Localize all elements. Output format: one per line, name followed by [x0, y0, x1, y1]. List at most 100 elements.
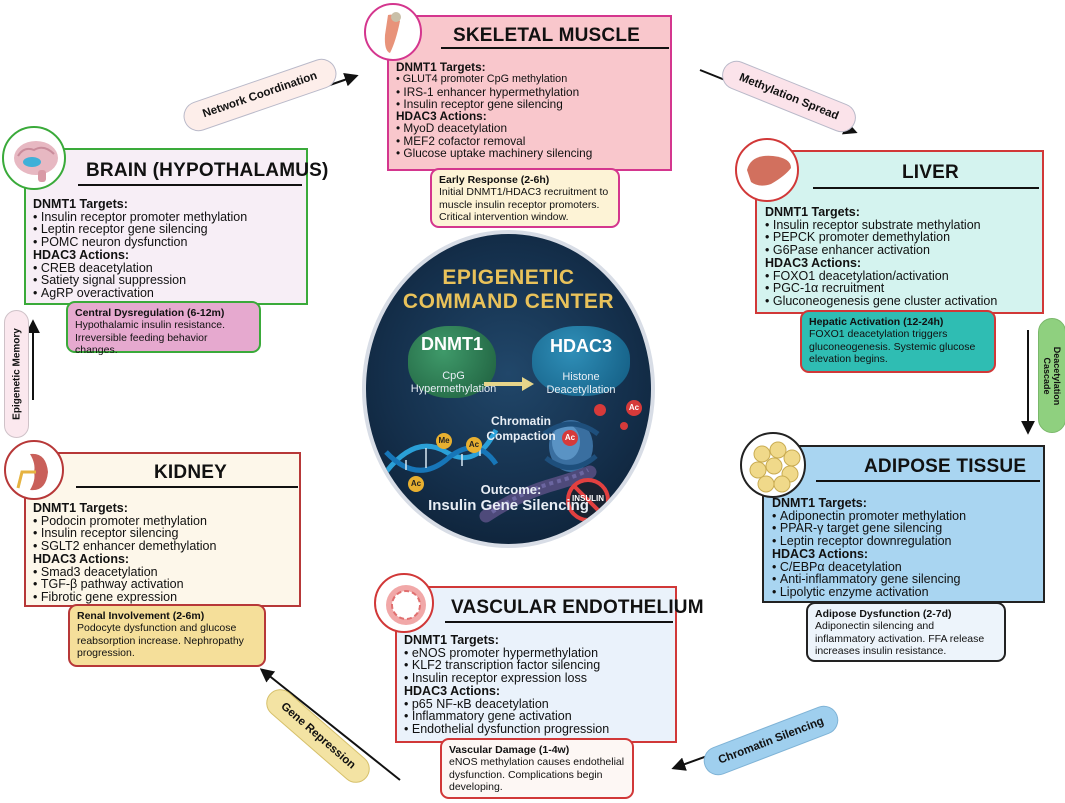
panel-brain: BRAIN (HYPOTHALAMUS) DNMT1 Targets: Insu…	[24, 148, 328, 305]
note-text: Podocyte dysfunction and glucose reabsor…	[77, 622, 244, 660]
list-item: Endothelial dysfunction progression	[404, 723, 609, 736]
list-item: Insulin receptor substrate methylation	[765, 218, 997, 232]
dnmt1-heading: DNMT1 Targets:	[33, 197, 128, 211]
kidney-icon	[4, 440, 64, 500]
list-item: SGLT2 enhancer demethylation	[33, 540, 217, 553]
list-item: PEPCK promoter demethylation	[765, 231, 997, 244]
panel-body: DNMT1 Targets: eNOS promoter hypermethyl…	[404, 634, 609, 736]
list-item: Insulin receptor gene silencing	[396, 98, 592, 111]
note-adipose-dysfunction: Adipose Dysfunction (2-7d) Adiponectin s…	[806, 602, 1006, 662]
list-item: PGC-1α recruitment	[765, 282, 997, 295]
title-underline	[816, 480, 1040, 482]
list-item: AgRP overactivation	[33, 287, 247, 300]
dnmt1-subtitle: CpG Hypermethylation	[396, 370, 511, 396]
dnmt1-enzyme-blob: DNMT1	[408, 326, 496, 398]
list-item: Satiety signal suppression	[33, 274, 247, 287]
list-item: GLUT4 promoter CpG methylation	[396, 73, 592, 85]
liver-icon	[735, 138, 799, 202]
hdac3-subtitle: Histone Deacetyllation	[526, 371, 636, 397]
note-title: Adipose Dysfunction (2-7d)	[815, 608, 952, 620]
note-vascular-damage: Vascular Damage (1-4w) eNOS methylation …	[440, 738, 634, 799]
note-title: Early Response (2-6h)	[439, 174, 550, 186]
list-item: Leptin receptor downregulation	[772, 535, 966, 548]
note-title: Hepatic Activation (12-24h)	[809, 316, 944, 328]
compaction-line1: Chromatin	[491, 414, 551, 428]
panel-title: LIVER	[902, 162, 959, 183]
dnmt1-heading: DNMT1 Targets:	[404, 633, 499, 647]
panel-title: VASCULAR ENDOTHELIUM	[451, 597, 704, 618]
dna-strand-b	[384, 445, 499, 473]
list-item: KLF2 transcription factor silencing	[404, 659, 609, 672]
list-item: PPAR-γ target gene silencing	[772, 522, 966, 535]
hdac3-enzyme-blob: HDAC3	[532, 326, 630, 396]
hdac3-heading: HDAC3 Actions:	[404, 683, 501, 698]
list-item: POMC neuron dysfunction	[33, 236, 247, 249]
list-item: Smad3 deacetylation	[33, 565, 216, 579]
list-item: C/EBPα deacetylation	[772, 560, 966, 574]
list-item: Lipolytic enzyme activation	[772, 586, 966, 599]
list-item: Fibrotic gene expression	[33, 591, 216, 604]
brain-icon	[2, 126, 66, 190]
acetyl-marker-ac-1: Ac	[466, 437, 482, 453]
label-deacetylation-cascade: Deacetylation Cascade	[1038, 318, 1065, 433]
list-item: Insulin receptor expression loss	[404, 672, 609, 685]
note-title: Central Dysregulation (6-12m)	[75, 307, 225, 319]
hdac3-heading: HDAC3 Actions:	[772, 546, 869, 561]
title-underline	[76, 486, 298, 488]
panel-title: BRAIN (HYPOTHALAMUS)	[86, 160, 329, 181]
compaction-line2: Compaction	[486, 429, 556, 443]
hdac3-sub-histone: Histone	[562, 371, 600, 383]
acetyl-marker-ac-3: Ac	[562, 430, 578, 446]
note-hepatic-activation: Hepatic Activation (12-24h) FOXO1 deacet…	[800, 310, 996, 373]
chromatin-fiber	[479, 465, 597, 523]
outcome-label: Outcome:	[480, 482, 542, 497]
note-early-response: Early Response (2-6h) Initial DNMT1/HDAC…	[430, 168, 620, 228]
panel-body: DNMT1 Targets: Adiponectin promoter meth…	[772, 497, 966, 599]
list-item: Podocin promoter methylation	[33, 514, 216, 528]
dnmt1-heading: DNMT1 Targets:	[33, 501, 128, 515]
panel-body: DNMT1 Targets: Insulin receptor substrat…	[765, 206, 997, 308]
hdac3-heading: HDAC3 Actions:	[396, 109, 487, 124]
note-title: Renal Involvement (2-6m)	[77, 610, 205, 622]
panel-title: ADIPOSE TISSUE	[864, 456, 1027, 477]
list-item: Gluconeogenesis gene cluster activation	[765, 295, 997, 308]
outcome-value: Insulin Gene Silencing	[428, 497, 589, 514]
dnmt1-label: DNMT1	[421, 334, 483, 354]
hdac3-heading: HDAC3 Actions:	[33, 247, 130, 262]
panel-body: DNMT1 Targets: Insulin receptor promoter…	[33, 198, 247, 300]
list-item: G6Pase enhancer activation	[765, 244, 997, 257]
epigenetic-command-center: EPIGENETIC COMMAND CENTER DNMT1 CpG Hype…	[362, 230, 655, 548]
list-item: Insulin receptor promoter methylation	[33, 210, 247, 224]
panel-kidney: KIDNEY DNMT1 Targets: Podocin promoter m…	[24, 452, 301, 607]
panel-adipose-tissue: ADIPOSE TISSUE DNMT1 Targets: Adiponecti…	[762, 445, 1045, 603]
acetyl-marker-ac-2: Ac	[408, 476, 424, 492]
dnmt1-heading: DNMT1 Targets:	[765, 205, 860, 219]
label-deacetylation-line2: Cascade	[1042, 356, 1052, 395]
list-item: Inflammatory gene activation	[404, 710, 609, 723]
note-title: Vascular Damage (1-4w)	[449, 744, 570, 756]
acetyl-marker-ac-4: Ac	[626, 400, 642, 416]
list-item: Leptin receptor gene silencing	[33, 223, 247, 236]
dnmt1-heading: DNMT1 Targets:	[772, 496, 867, 510]
panel-title: KIDNEY	[154, 462, 227, 483]
list-item: Insulin receptor silencing	[33, 527, 216, 540]
adipose-cells-icon	[740, 432, 806, 498]
insulin-badge-label: INSULIN	[572, 494, 604, 503]
hdac3-heading: HDAC3 Actions:	[765, 255, 862, 270]
note-text: Adiponectin silencing and inflammatory a…	[815, 620, 985, 658]
note-text: eNOS methylation causes endothelial dysf…	[449, 756, 625, 794]
dnmt1-sub-hyper: Hypermethylation	[410, 383, 497, 395]
label-deacetylation-line1: Deacetylation	[1052, 346, 1062, 405]
dnmt1-heading: DNMT1 Targets:	[396, 60, 486, 74]
panel-body: DNMT1 Targets: GLUT4 promoter CpG methyl…	[396, 60, 592, 160]
panel-vascular-endothelium: VASCULAR ENDOTHELIUM DNMT1 Targets: eNOS…	[395, 586, 704, 743]
list-item: Glucose uptake machinery silencing	[396, 147, 592, 160]
center-title-line2: COMMAND CENTER	[402, 290, 615, 313]
center-title-line1: EPIGENETIC	[442, 266, 575, 289]
list-item: p65 NF-κB deacetylation	[404, 697, 609, 711]
dnmt1-sub-cpg: CpG	[442, 370, 465, 382]
list-item: MyoD deacetylation	[396, 122, 592, 135]
title-underline	[78, 184, 302, 186]
note-text: Initial DNMT1/HDAC3 recruitment to muscl…	[439, 186, 609, 224]
note-text: Hypothalamic insulin resistance. Irrever…	[75, 319, 225, 357]
